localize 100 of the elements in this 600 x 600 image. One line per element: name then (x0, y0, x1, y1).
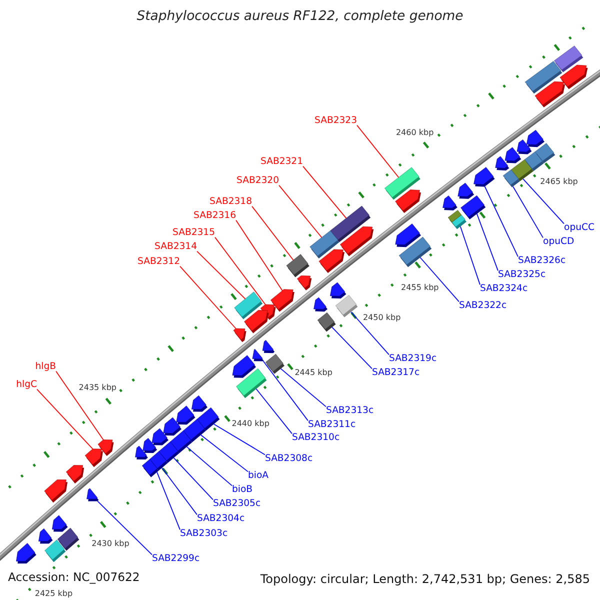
gene-label: hlgB (35, 362, 56, 372)
gene-block (554, 46, 584, 72)
leader-line (522, 178, 564, 224)
gene-feature (458, 182, 474, 199)
leader-line (97, 500, 152, 556)
gene-label: SAB2304c (197, 514, 245, 524)
gene-label: SAB2314 (154, 242, 197, 252)
gene-feature (297, 276, 312, 290)
gene-label: SAB2299c (152, 554, 200, 564)
gene-block (534, 143, 556, 164)
gene-label: SAB2324c (480, 284, 528, 294)
leader-line (256, 388, 292, 434)
leader-line (356, 124, 400, 178)
scale-label: 2455 kbp (401, 282, 439, 292)
leader-line (156, 472, 180, 530)
gene-feature (395, 190, 421, 213)
gene-label: SAB2322c (459, 300, 507, 312)
gene-block (317, 312, 336, 332)
gene-label: SAB2321 (260, 156, 303, 168)
diagram-title: Staphylococcus aureus RF122, complete genome (136, 9, 464, 24)
gene-label: SAB2317c (372, 368, 420, 378)
gene-feature (314, 297, 328, 312)
gene-feature (330, 282, 346, 298)
scale-label: 2450 kbp (362, 312, 401, 322)
gene-block (286, 254, 310, 278)
gene-label: opuCD (543, 236, 574, 248)
gene-feature (252, 348, 264, 362)
leader-line (262, 360, 308, 422)
scale-label: 2435 kbp (78, 383, 116, 393)
scale-label: 2440 kbp (232, 419, 270, 429)
gene-label: SAB2303c (180, 528, 228, 540)
gene-label: hlgC (16, 380, 37, 390)
gene-feature (262, 340, 275, 354)
leader-line (280, 368, 326, 408)
gene-feature (66, 465, 84, 484)
gene-feature (233, 328, 246, 342)
gene-label: SAB2313c (326, 406, 374, 416)
scale-label: 2465 kbp (540, 176, 578, 186)
leader-line (214, 236, 266, 305)
gene-feature (526, 130, 544, 148)
gene-feature (244, 310, 269, 334)
gene-label: SAB2315 (172, 228, 215, 238)
gene-feature (84, 448, 103, 468)
genome-info-text: Topology: circular; Length: 2,742,531 bp; Genes: 2,585 (260, 573, 590, 587)
accession-text: Accession: NC_007622 (8, 571, 140, 584)
gene-label: SAB2325c (498, 270, 546, 280)
gene-feature (474, 167, 495, 187)
leader-line (236, 220, 283, 292)
scale-label: 2425 kbp (34, 588, 73, 598)
leader-line (420, 257, 460, 302)
scale-label: 2445 kbp (294, 368, 332, 377)
leader-line (302, 166, 347, 219)
gene-block (57, 528, 80, 551)
gene-feature (176, 406, 196, 425)
gene-feature (52, 515, 68, 532)
gene-label: SAB2310c (292, 432, 340, 444)
leader-line (180, 266, 236, 329)
gene-label: SAB2326c (518, 256, 566, 266)
gene-feature (340, 226, 374, 256)
leader-line (278, 184, 322, 238)
gene-label: SAB2308c (265, 454, 313, 464)
leader-line (200, 434, 248, 472)
gene-block (524, 61, 562, 94)
gene-feature (16, 543, 36, 564)
gene-block (265, 354, 284, 374)
gene-feature (395, 224, 421, 248)
leader-line (484, 186, 518, 258)
leader-line (56, 370, 104, 440)
leader-line (512, 186, 544, 238)
gene-label: SAB2311c (308, 420, 356, 430)
gene-label: SAB2318 (210, 196, 252, 208)
scale-label: 2430 kbp (92, 538, 130, 548)
leader-line (350, 312, 390, 356)
gene-feature (44, 480, 68, 503)
gene-feature (192, 395, 208, 412)
leader-line (196, 250, 246, 300)
gene-label: SAB2323 (314, 116, 357, 126)
gene-label: opuCC (564, 222, 594, 234)
gene-block (142, 459, 159, 478)
gene-block (502, 170, 520, 188)
gene-feature (442, 196, 458, 210)
leader-line (186, 446, 232, 486)
gene-label: SAB2305c (213, 498, 261, 510)
gene-feature (86, 488, 99, 502)
gene-label: SAB2316 (194, 210, 236, 222)
gene-feature (318, 249, 344, 273)
leader-line (460, 226, 480, 286)
leader-line (162, 467, 198, 516)
leader-line (213, 424, 266, 456)
gene-feature (38, 528, 53, 544)
gene-label: SAB2312 (138, 256, 180, 268)
leader-line (252, 206, 294, 261)
gene-feature (270, 289, 294, 312)
gene-label: bioA (248, 470, 269, 482)
gene-feature (232, 355, 256, 378)
leader-line (476, 213, 498, 272)
gene-block (448, 210, 466, 230)
leader-line (173, 457, 214, 500)
gene-label: bioB (232, 484, 253, 496)
leader-line (36, 388, 94, 450)
